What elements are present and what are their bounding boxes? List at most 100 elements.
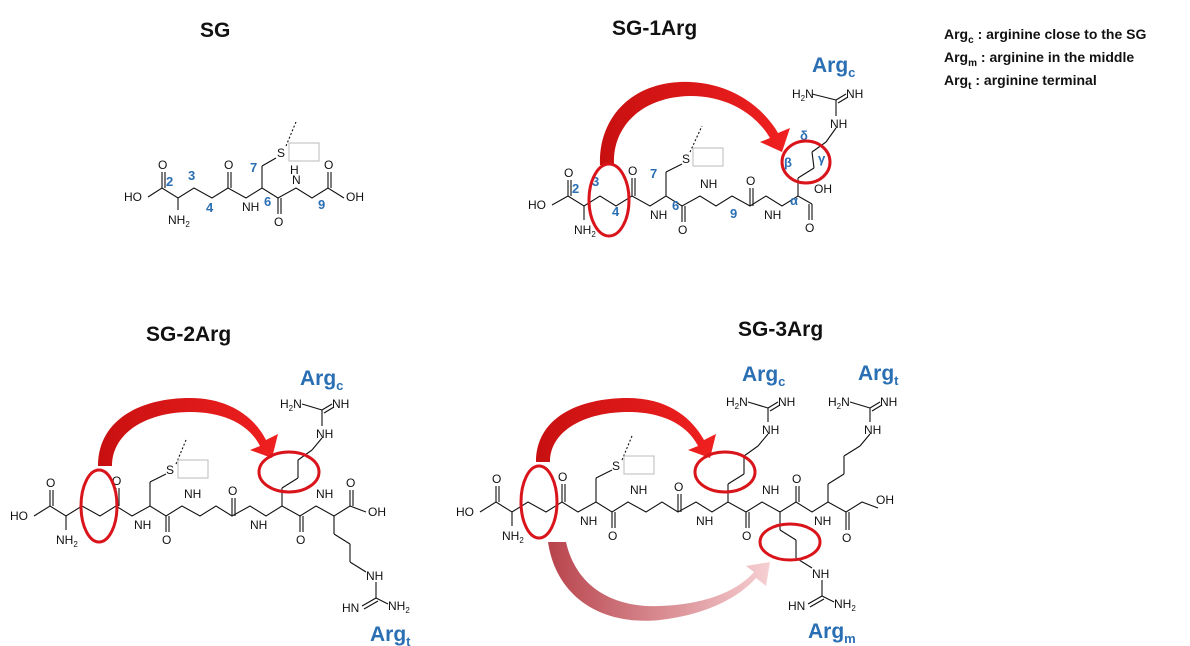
arrow-3-to-gamma	[599, 81, 790, 165]
svg-text:HO: HO	[124, 190, 142, 204]
svg-text:HN: HN	[342, 601, 359, 615]
svg-text:9: 9	[318, 197, 325, 212]
svg-text:NH: NH	[184, 487, 201, 501]
svg-text:S: S	[277, 146, 285, 160]
arrow-sg2	[98, 398, 278, 466]
svg-text:O: O	[158, 158, 167, 172]
svg-text:NH: NH	[762, 483, 779, 497]
svg-text:OH: OH	[876, 493, 894, 507]
svg-text:NH: NH	[134, 518, 151, 532]
svg-text:NH: NH	[830, 117, 847, 131]
svg-text:NH: NH	[778, 395, 795, 409]
ring-sg2-left	[79, 468, 119, 544]
ring-beta-gamma	[780, 139, 832, 185]
svg-text:O: O	[228, 484, 237, 498]
svg-text:OH: OH	[346, 190, 364, 204]
svg-text:NH: NH	[846, 87, 863, 101]
svg-text:NH: NH	[630, 483, 647, 497]
ring-sg2-right	[257, 450, 321, 494]
svg-text:NH2: NH2	[56, 533, 78, 549]
svg-text:NH: NH	[316, 487, 333, 501]
arg-label-c-sg2: Argc	[300, 367, 343, 393]
panel-title-sg2: SG-2Arg	[146, 323, 231, 346]
svg-text:NH2: NH2	[574, 223, 596, 239]
svg-text:O: O	[805, 221, 814, 235]
arg-label-t-sg2: Argt	[370, 623, 411, 646]
svg-text:4: 4	[206, 200, 214, 215]
svg-text:NH: NH	[700, 177, 717, 191]
svg-text:3: 3	[592, 174, 599, 189]
svg-text:O: O	[742, 529, 751, 543]
molecule-sg1: HO O NH2 O NH S O NH O NH OH O NH H2N NH…	[528, 54, 863, 239]
svg-text:HO: HO	[10, 509, 28, 523]
svg-text:O: O	[112, 474, 121, 488]
panel-sg: SG HO O NH2 O NH S O N H	[124, 19, 364, 229]
svg-text:HO: HO	[528, 198, 546, 212]
ring-sg3-top	[693, 450, 757, 494]
panel-sg2: SG-2Arg HO O NH2 O NH S O	[10, 323, 411, 646]
svg-text:O: O	[224, 158, 233, 172]
svg-text:NH: NH	[250, 518, 267, 532]
svg-text:NH: NH	[812, 567, 829, 581]
svg-text:NH: NH	[242, 200, 259, 214]
ring-c3-c4	[587, 162, 631, 238]
svg-text:NH2: NH2	[834, 597, 856, 613]
svg-text:H2N: H2N	[280, 397, 302, 413]
panel-sg1: SG-1Arg HO O	[528, 17, 863, 239]
legend-row-t: Argt : arginine terminal	[944, 72, 1097, 92]
svg-text:4: 4	[612, 204, 620, 219]
svg-text:NH: NH	[864, 423, 881, 437]
svg-text:NH2: NH2	[388, 599, 410, 615]
svg-text:O: O	[324, 158, 333, 172]
svg-text:NH2: NH2	[168, 213, 190, 229]
svg-text:NH: NH	[880, 395, 897, 409]
svg-text:β: β	[784, 155, 792, 170]
svg-text:S: S	[166, 463, 174, 477]
svg-text:H2N: H2N	[726, 395, 748, 411]
svg-text:O: O	[274, 215, 283, 229]
ring-sg3-left	[519, 464, 559, 540]
svg-text:NH2: NH2	[502, 529, 524, 545]
svg-text:7: 7	[250, 160, 257, 175]
arg-label-t-sg3: Argt	[858, 362, 899, 388]
arrow-sg3-bottom	[548, 542, 770, 621]
svg-text:7: 7	[650, 166, 657, 181]
svg-text:NH: NH	[762, 423, 779, 437]
svg-text:O: O	[842, 531, 851, 545]
svg-text:O: O	[746, 174, 755, 188]
svg-text:OH: OH	[368, 505, 386, 519]
arg-label-m-sg3: Argm	[808, 620, 856, 646]
svg-text:δ: δ	[800, 128, 808, 143]
legend-row-c: Argc : arginine close to the SG	[944, 26, 1146, 46]
svg-text:NH: NH	[696, 514, 713, 528]
svg-text:H2N: H2N	[792, 87, 814, 103]
arg-label-c: Argc	[812, 54, 855, 80]
svg-text:O: O	[492, 472, 501, 486]
panel-title-sg3: SG-3Arg	[738, 318, 823, 341]
svg-text:OH: OH	[814, 182, 832, 196]
svg-text:NH: NH	[366, 569, 383, 583]
svg-text:NH: NH	[814, 514, 831, 528]
molecule-sg3: HO O NH2 O NH S O NH O NH O NH O NH O OH…	[456, 362, 899, 646]
legend-row-m: Argm : arginine in the middle	[944, 49, 1134, 69]
legend: Argc : arginine close to the SG Argm : a…	[944, 26, 1146, 92]
svg-text:NH: NH	[650, 208, 667, 222]
svg-text:O: O	[162, 533, 171, 547]
svg-text:HN: HN	[788, 599, 805, 613]
svg-text:γ: γ	[818, 151, 826, 166]
svg-text:O: O	[296, 533, 305, 547]
svg-text:S: S	[682, 152, 690, 166]
svg-text:6: 6	[264, 194, 271, 209]
ring-sg3-bottom	[758, 522, 822, 562]
svg-text:O: O	[608, 529, 617, 543]
svg-text:O: O	[564, 166, 573, 180]
svg-text:6: 6	[672, 198, 679, 213]
arg-label-c-sg3: Argc	[742, 363, 785, 389]
svg-text:NH: NH	[316, 427, 333, 441]
svg-text:H2N: H2N	[828, 395, 850, 411]
svg-text:HO: HO	[456, 505, 474, 519]
svg-text:2: 2	[166, 174, 173, 189]
svg-text:NH: NH	[580, 514, 597, 528]
svg-text:O: O	[674, 480, 683, 494]
